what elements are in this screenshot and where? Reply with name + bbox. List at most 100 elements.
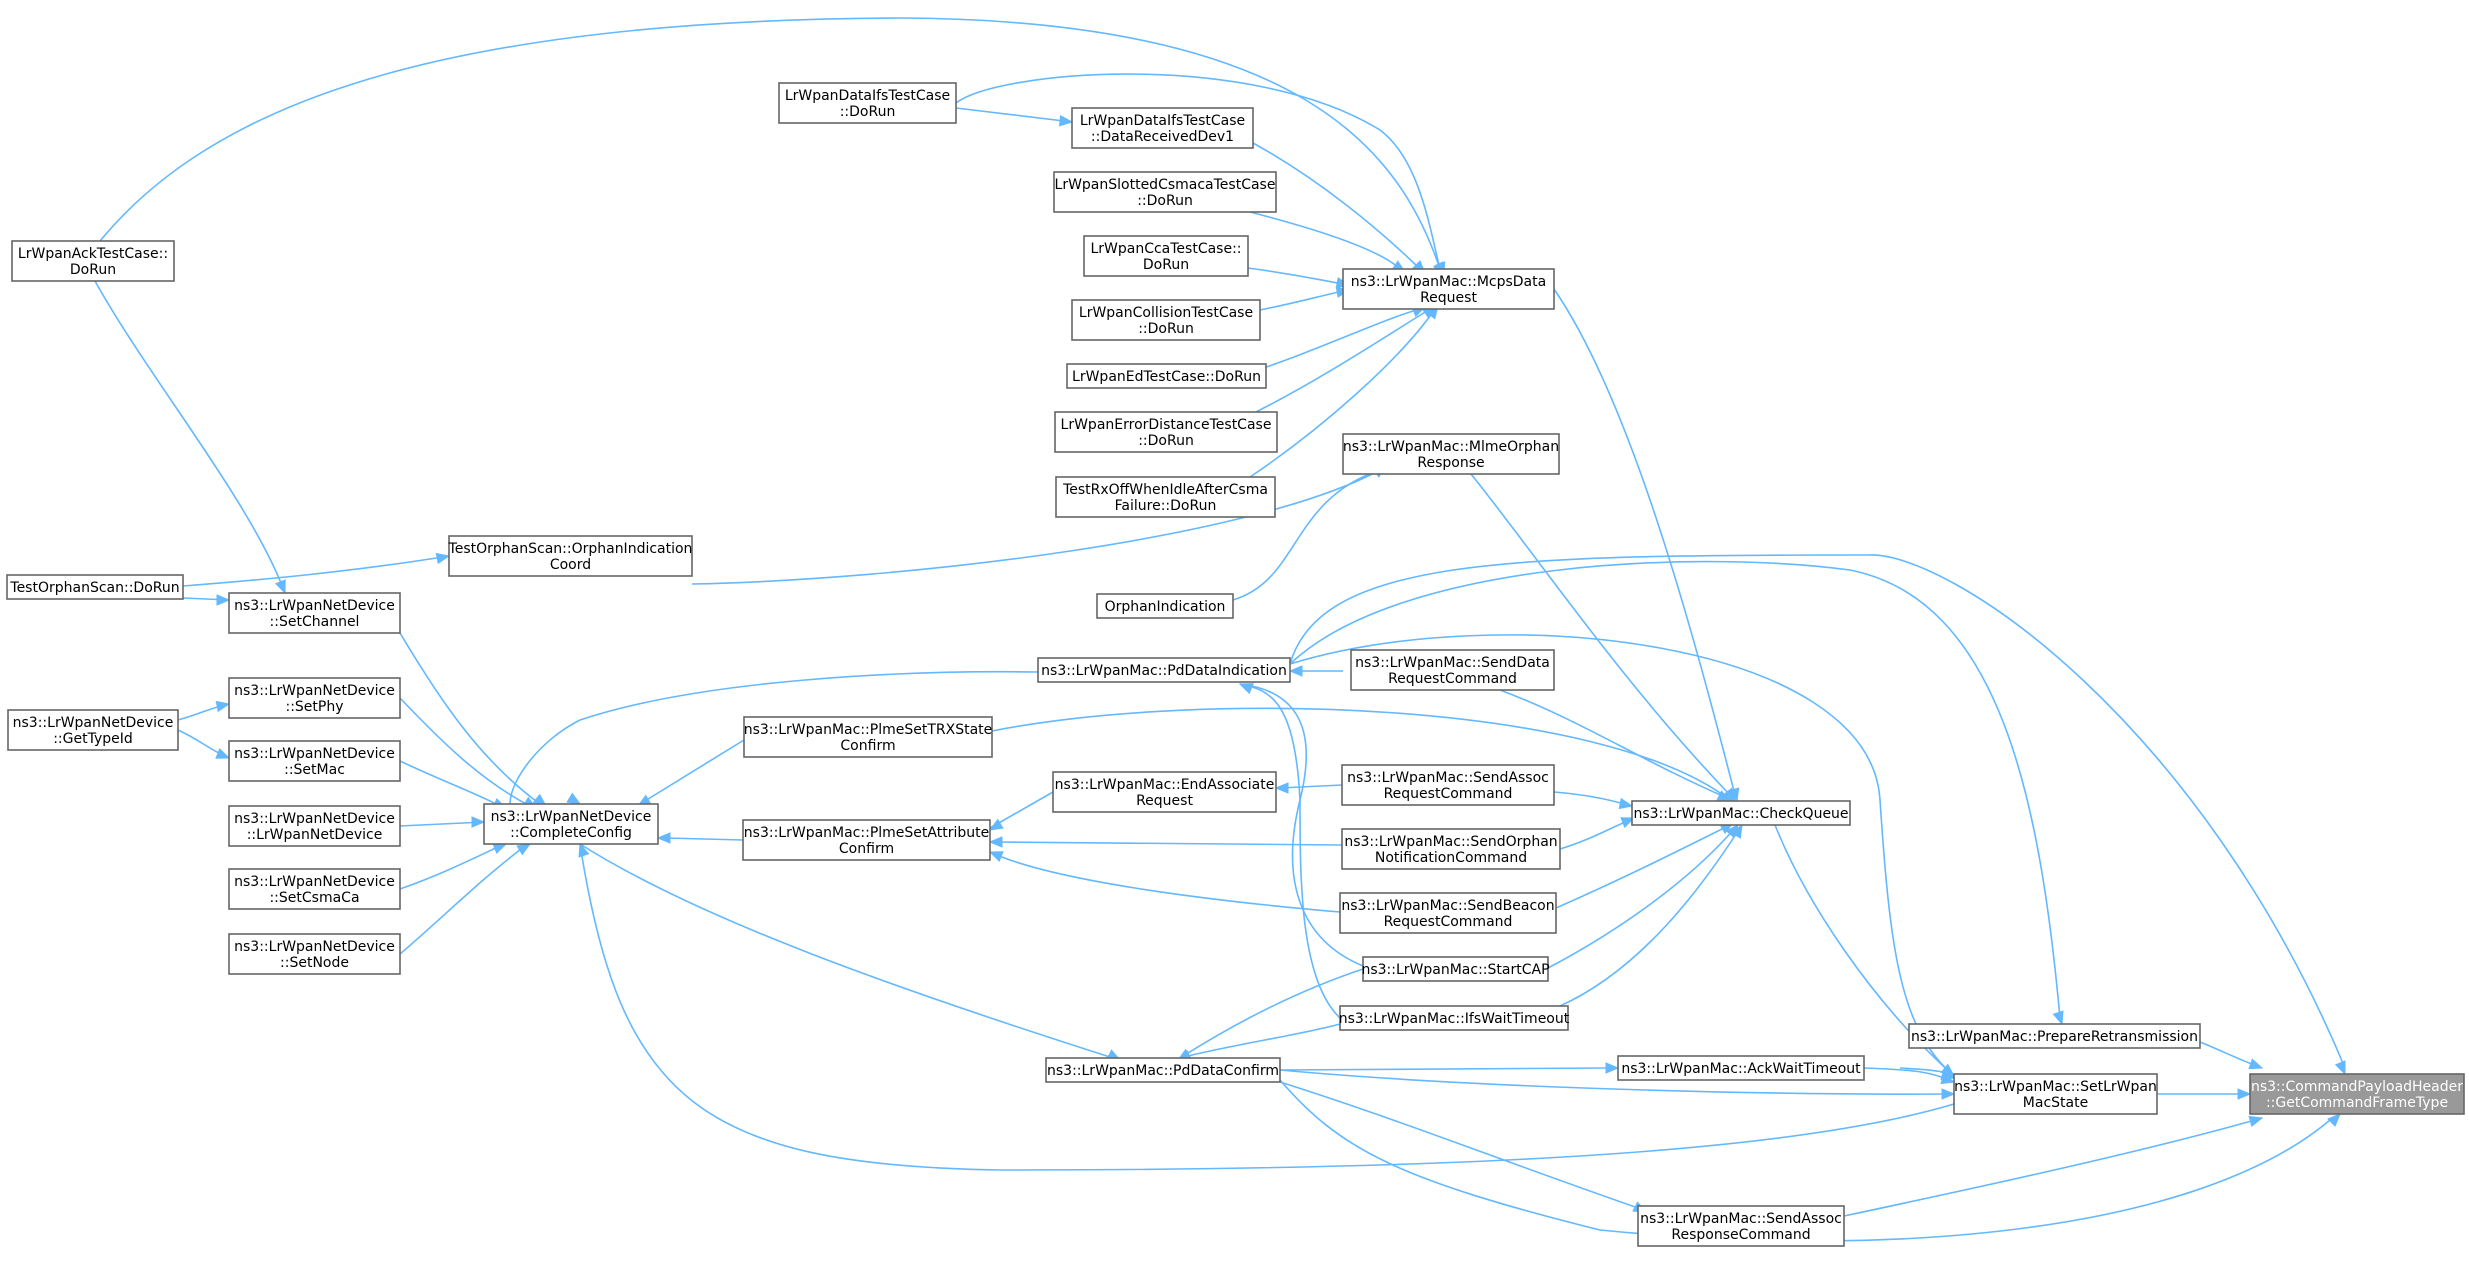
graph-node-ctor[interactable]: ns3::LrWpanNetDevice::LrWpanNetDevice	[228, 805, 401, 847]
call-edge-arrowhead	[988, 851, 1004, 862]
graph-node-label: DoRun	[1143, 257, 1189, 273]
graph-node-box[interactable]	[228, 805, 401, 847]
graph-node-box[interactable]	[1339, 892, 1557, 934]
graph-node-label: ns3::LrWpanMac::AckWaitTimeout	[1621, 1061, 1861, 1077]
graph-node-ifsWait[interactable]: ns3::LrWpanMac::IfsWaitTimeout	[1339, 1005, 1570, 1031]
graph-node-box[interactable]	[228, 592, 401, 634]
graph-node-box[interactable]	[1617, 1055, 1865, 1081]
graph-node-checkQueue[interactable]: ns3::LrWpanMac::CheckQueue	[1631, 800, 1851, 826]
call-edge-arrowhead	[1605, 1062, 1620, 1074]
call-edge-arrowhead	[2327, 1113, 2341, 1127]
graph-node-box[interactable]	[742, 819, 991, 861]
graph-node-startCap[interactable]: ns3::LrWpanMac::StartCAP	[1361, 956, 1550, 982]
graph-node-box[interactable]	[1350, 649, 1555, 691]
graph-node-box[interactable]	[1045, 1057, 1281, 1083]
graph-node-box[interactable]	[11, 240, 175, 282]
graph-node-label: TestOrphanScan::DoRun	[9, 580, 179, 596]
graph-node-getTypeId[interactable]: ns3::LrWpanNetDevice::GetTypeId	[7, 709, 179, 751]
graph-node-box[interactable]	[1037, 657, 1291, 683]
graph-node-box[interactable]	[1341, 764, 1555, 806]
graph-node-box[interactable]	[1341, 828, 1561, 870]
graph-node-setChannel[interactable]: ns3::LrWpanNetDevice::SetChannel	[228, 592, 401, 634]
graph-node-box[interactable]	[1052, 771, 1277, 813]
graph-node-completeConfig[interactable]: ns3::LrWpanNetDevice::CompleteConfig	[483, 803, 659, 845]
graph-node-prepRetx[interactable]: ns3::LrWpanMac::PrepareRetransmission	[1908, 1023, 2201, 1049]
call-edge-arrowhead	[2052, 1010, 2064, 1026]
graph-node-pdDataConfirm[interactable]: ns3::LrWpanMac::PdDataConfirm	[1045, 1057, 1281, 1083]
graph-node-label: ns3::LrWpanMac::PlmeSetTRXState	[744, 722, 993, 738]
graph-node-focus[interactable]: ns3::CommandPayloadHeader::GetCommandFra…	[2249, 1073, 2465, 1115]
graph-node-ackTest[interactable]: LrWpanAckTestCase::DoRun	[11, 240, 175, 282]
graph-node-box[interactable]	[7, 709, 179, 751]
graph-node-box[interactable]	[228, 740, 401, 782]
graph-node-cca[interactable]: LrWpanCcaTestCase::DoRun	[1083, 235, 1249, 277]
call-edge-arrowhead	[1058, 115, 1074, 127]
graph-node-box[interactable]	[1631, 800, 1851, 826]
graph-node-box[interactable]	[778, 82, 957, 124]
graph-node-box[interactable]	[228, 677, 401, 719]
graph-node-box[interactable]	[228, 868, 401, 910]
graph-node-box[interactable]	[1362, 956, 1549, 982]
graph-node-pdDataInd[interactable]: ns3::LrWpanMac::PdDataIndication	[1037, 657, 1291, 683]
call-edge-arrowhead	[1274, 782, 1289, 794]
call-edge-arrowhead	[1941, 1088, 1956, 1100]
graph-node-orphanInd[interactable]: OrphanIndication	[1096, 593, 1234, 619]
graph-node-box[interactable]	[228, 933, 401, 975]
graph-node-ifsRecv[interactable]: LrWpanDataIfsTestCase::DataReceivedDev1	[1071, 107, 1254, 149]
graph-node-box[interactable]	[1071, 107, 1254, 149]
graph-node-setMac[interactable]: ns3::LrWpanNetDevice::SetMac	[228, 740, 401, 782]
graph-node-box[interactable]	[1054, 411, 1278, 453]
graph-node-box[interactable]	[1083, 235, 1249, 277]
call-edge	[399, 760, 501, 807]
graph-node-edTest[interactable]: LrWpanEdTestCase::DoRun	[1066, 363, 1267, 389]
graph-node-label: ns3::LrWpanMac::PdDataIndication	[1041, 663, 1287, 679]
graph-node-setNode[interactable]: ns3::LrWpanNetDevice::SetNode	[228, 933, 401, 975]
call-edge	[1289, 634, 1955, 1077]
graph-node-box[interactable]	[1953, 1073, 2158, 1115]
graph-node-box[interactable]	[1637, 1205, 1845, 1247]
graph-node-collision[interactable]: LrWpanCollisionTestCase::DoRun	[1071, 299, 1261, 341]
graph-node-box[interactable]	[1071, 299, 1261, 341]
call-edge	[665, 837, 744, 841]
graph-node-label: Request	[1420, 290, 1477, 306]
graph-node-label: ::DoRun	[1138, 321, 1194, 337]
graph-node-box[interactable]	[2249, 1073, 2465, 1115]
graph-node-setPhy[interactable]: ns3::LrWpanNetDevice::SetPhy	[228, 677, 401, 719]
call-edge	[1499, 689, 1726, 798]
graph-node-box[interactable]	[1053, 171, 1277, 213]
graph-node-box[interactable]	[1342, 268, 1555, 310]
graph-node-sendOrphan[interactable]: ns3::LrWpanMac::SendOrphanNotificationCo…	[1341, 828, 1561, 870]
graph-node-label: ::SetChannel	[270, 614, 360, 630]
graph-node-box[interactable]	[743, 716, 993, 758]
graph-node-box[interactable]	[6, 574, 184, 600]
graph-node-slotted[interactable]: LrWpanSlottedCsmacaTestCase::DoRun	[1053, 171, 1277, 213]
graph-node-box[interactable]	[1066, 363, 1267, 389]
graph-node-box[interactable]	[483, 803, 659, 845]
graph-node-orphanScanRun[interactable]: TestOrphanScan::DoRun	[6, 574, 184, 600]
call-edge	[399, 845, 526, 955]
graph-node-label: ::SetPhy	[285, 699, 343, 715]
graph-node-errDist[interactable]: LrWpanErrorDistanceTestCase::DoRun	[1054, 411, 1278, 453]
call-edge	[1232, 469, 1381, 601]
graph-node-box[interactable]	[1342, 433, 1560, 475]
graph-node-box[interactable]	[1908, 1023, 2201, 1049]
graph-node-box[interactable]	[448, 535, 693, 577]
graph-node-box[interactable]	[1096, 593, 1234, 619]
graph-node-box[interactable]	[1055, 476, 1276, 518]
graph-node-box[interactable]	[1339, 1005, 1569, 1031]
graph-node-setCsma[interactable]: ns3::LrWpanNetDevice::SetCsmaCa	[228, 868, 401, 910]
graph-node-ifsRun[interactable]: LrWpanDataIfsTestCase::DoRun	[778, 82, 957, 124]
graph-node-ackWait[interactable]: ns3::LrWpanMac::AckWaitTimeout	[1617, 1055, 1865, 1081]
